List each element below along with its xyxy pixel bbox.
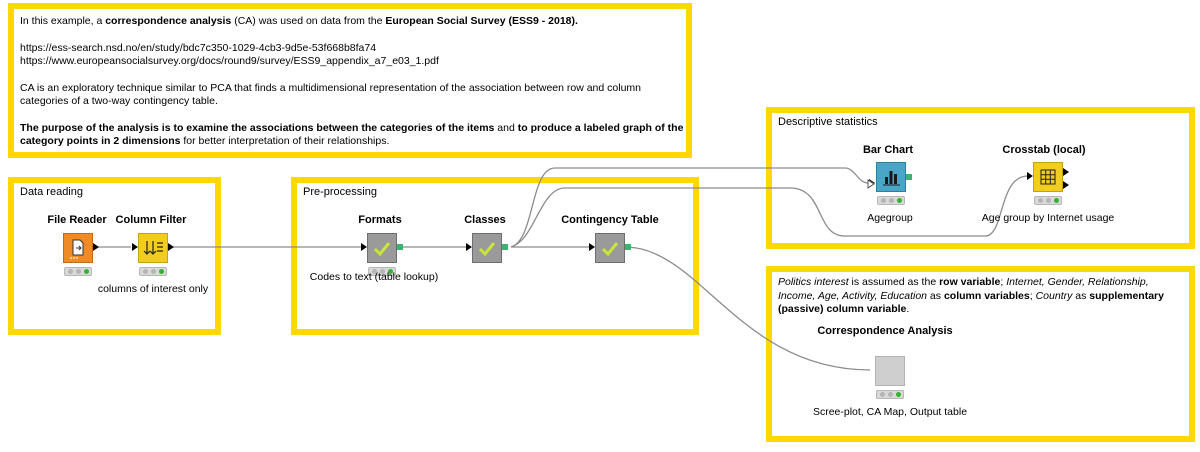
bar-chart-label: Bar Chart: [862, 144, 914, 156]
bar-chart-desc: Agegroup: [867, 212, 913, 224]
wire-classes-barchart[interactable]: [510, 167, 869, 248]
ca-note: Politics interest is assumed as the row …: [778, 276, 1164, 315]
file-reader-label: File Reader: [47, 214, 107, 226]
column-filter-desc: columns of interest only: [97, 283, 209, 295]
crosstab-desc: Age group by Internet usage: [981, 212, 1115, 224]
column-filter-status: [139, 267, 167, 276]
bar-chart-icon: [883, 171, 900, 186]
crosstab-node[interactable]: [1033, 162, 1063, 192]
descriptive-title: Descriptive statistics: [778, 116, 878, 128]
crosstab-status: [1034, 196, 1062, 205]
pre-processing-title: Pre-processing: [303, 186, 377, 198]
contingency-label: Contingency Table: [561, 214, 659, 226]
file-reader-out-port[interactable]: [93, 243, 99, 251]
formats-out-port[interactable]: [397, 244, 403, 250]
formats-desc: Codes to text (table lookup): [309, 271, 439, 283]
intro-annotation: In this example, a correspondence analys…: [8, 3, 692, 158]
column-filter-icon: [143, 241, 163, 255]
wire-contingency-ca[interactable]: [624, 246, 871, 371]
ca-status-ok: [876, 390, 904, 399]
ca-desc: Scree-plot, CA Map, Output table: [812, 406, 968, 418]
file-reader-icon: [70, 239, 84, 259]
data-reading-title: Data reading: [20, 186, 83, 198]
contingency-in-port[interactable]: [589, 243, 595, 251]
wire-classes-crosstab[interactable]: [510, 175, 1029, 248]
crosstab-out-port-2[interactable]: [1063, 181, 1069, 189]
contingency-node[interactable]: [595, 233, 625, 263]
classes-out-port[interactable]: [502, 244, 508, 250]
contingency-out-port[interactable]: [625, 244, 631, 250]
formats-in-port[interactable]: [361, 243, 367, 251]
crosstab-in-port[interactable]: [1027, 172, 1033, 180]
classes-node[interactable]: [472, 233, 502, 263]
crosstab-out-port-1[interactable]: [1063, 168, 1069, 176]
bar-chart-node[interactable]: [876, 162, 906, 192]
ca-label: Correspondence Analysis: [817, 325, 953, 337]
column-filter-label: Column Filter: [115, 214, 187, 226]
check-icon: [601, 242, 619, 257]
crosstab-label: Crosstab (local): [1002, 144, 1086, 156]
check-icon: [478, 242, 496, 257]
data-reading-annotation: Data reading: [8, 177, 221, 335]
formats-label: Formats: [358, 214, 402, 226]
ca-node[interactable]: [875, 356, 905, 386]
check-icon: [373, 242, 391, 257]
bar-chart-view-port[interactable]: [906, 174, 912, 180]
column-filter-in-port[interactable]: [132, 243, 138, 251]
classes-in-port[interactable]: [466, 243, 472, 251]
intro-text: In this example, a correspondence analys…: [20, 15, 690, 162]
file-reader-node[interactable]: [63, 233, 93, 263]
table-grid-icon: [1040, 169, 1056, 185]
ca-description: CA is an exploratory technique similar t…: [20, 81, 642, 108]
ess-appendix-link[interactable]: https://www.europeansocialsurvey.org/doc…: [20, 55, 439, 67]
ca-annotation: Politics interest is assumed as the row …: [766, 266, 1195, 442]
column-filter-out-port[interactable]: [168, 243, 174, 251]
file-reader-status: [64, 267, 92, 276]
ess-search-link[interactable]: https://ess-search.nsd.no/en/study/bdc7c…: [20, 41, 377, 54]
flow-variable-port-icon: [867, 179, 875, 189]
formats-node[interactable]: [367, 233, 397, 263]
classes-label: Classes: [464, 214, 506, 226]
descriptive-annotation: Descriptive statistics: [766, 107, 1195, 249]
formats-status: [368, 267, 396, 276]
bar-chart-status: [877, 196, 905, 205]
column-filter-node[interactable]: [138, 233, 168, 263]
source-links: https://ess-search.nsd.no/en/study/bdc7c…: [20, 42, 690, 69]
